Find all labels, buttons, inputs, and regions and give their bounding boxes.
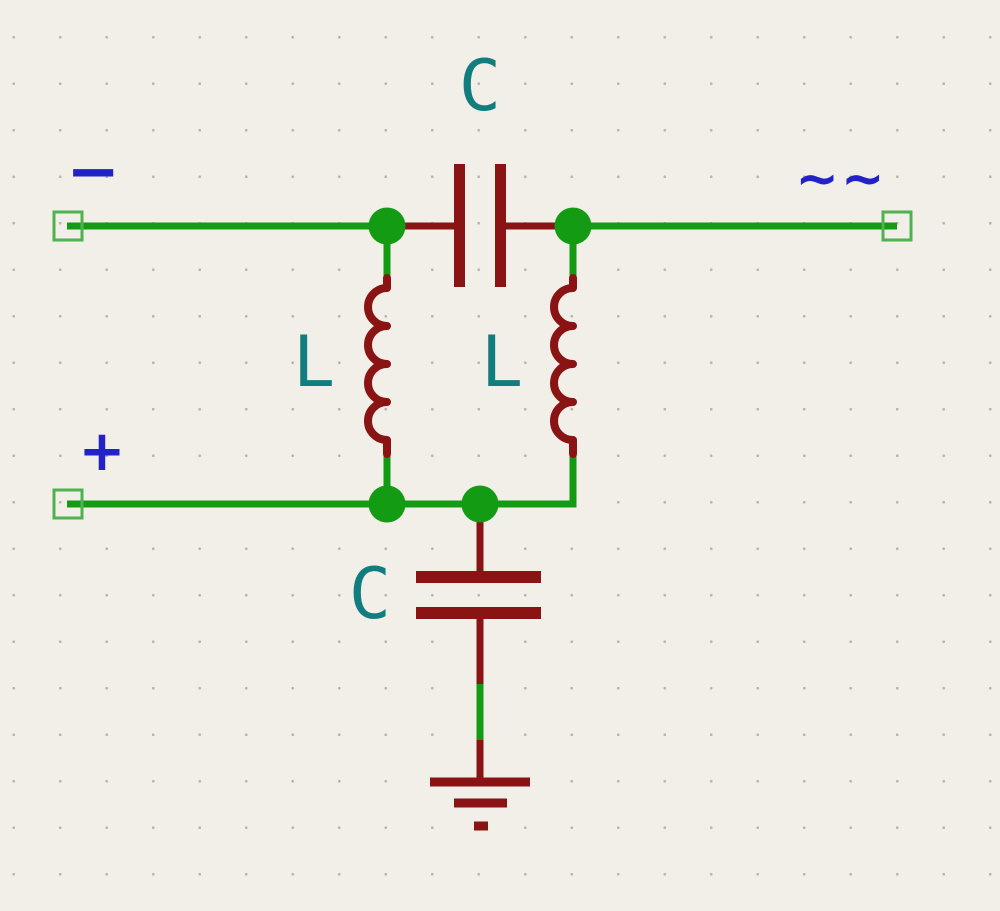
wire-bottom[interactable] (67, 454, 577, 508)
capacitor-c-top[interactable] (387, 164, 573, 287)
ref-label-capacitor-top[interactable]: C (458, 45, 502, 127)
ref-label-capacitor-bottom[interactable]: C (348, 553, 392, 635)
junction-dot-bottom-left[interactable] (368, 485, 406, 523)
pin-square-top-left[interactable] (52, 210, 84, 242)
pin-square-bottom-left[interactable] (52, 488, 84, 520)
junction-dot-top-right[interactable] (554, 207, 592, 245)
junction-dot-bottom-mid[interactable] (461, 485, 499, 523)
inductor-l-left[interactable] (364, 274, 391, 458)
net-label-ac[interactable]: ~~ (795, 149, 887, 209)
ground-symbol[interactable] (430, 740, 530, 831)
pin-square-top-right[interactable] (881, 210, 913, 242)
net-label-minus[interactable]: − (66, 135, 120, 209)
inductor-l-right[interactable] (550, 274, 577, 458)
net-label-plus[interactable]: + (78, 419, 126, 484)
junction-dot-top-left[interactable] (368, 207, 406, 245)
capacitor-c-bottom[interactable] (416, 504, 541, 684)
ref-label-inductor-right[interactable]: L (480, 321, 524, 403)
ref-label-inductor-left[interactable]: L (292, 321, 336, 403)
